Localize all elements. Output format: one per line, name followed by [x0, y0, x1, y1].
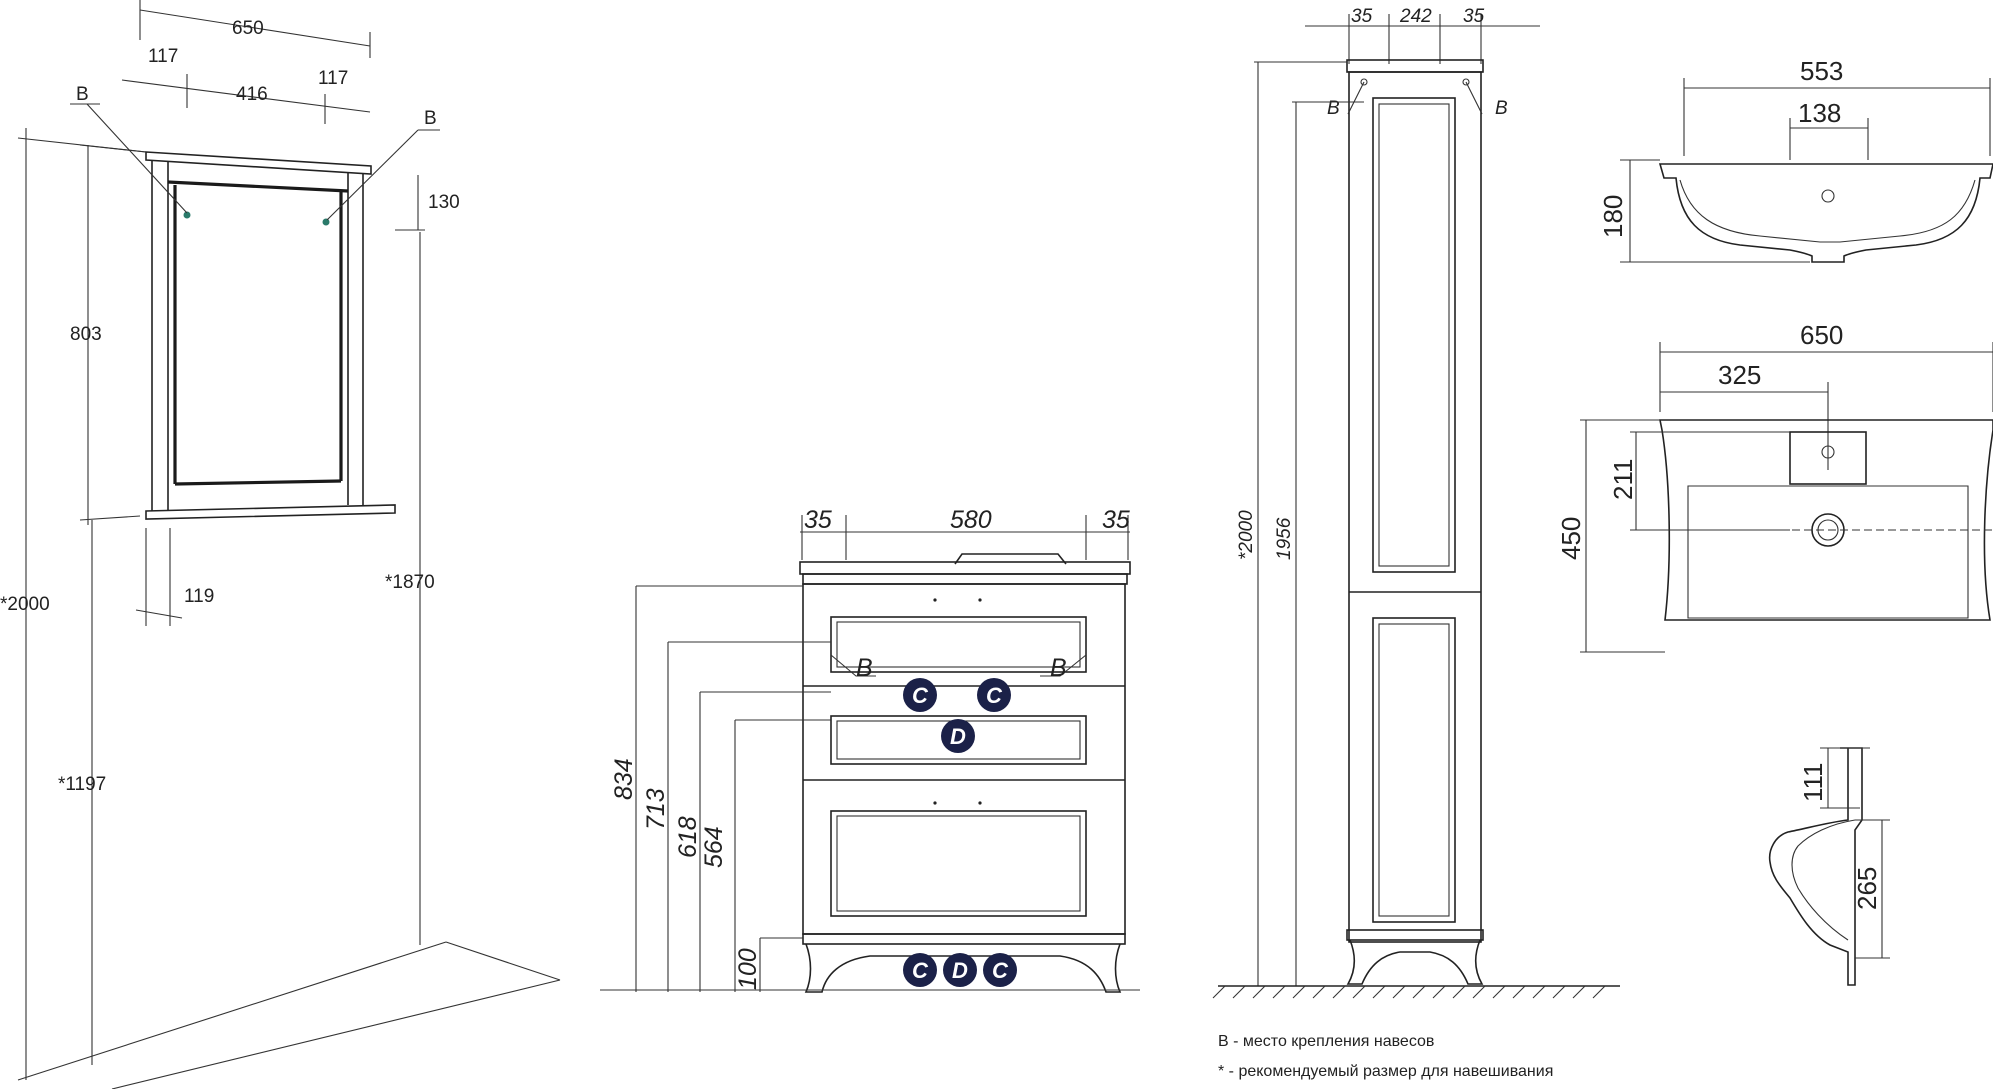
vanity-leg-badge-d-label: D	[952, 958, 968, 983]
vanity-leg-badge-d	[943, 953, 977, 987]
mirror-left-offset-label: 117	[148, 46, 178, 67]
column-right-edge-label: 35	[1463, 6, 1485, 27]
mirror-top-drop-label: 130	[428, 192, 460, 213]
mirror-right-offset-label: 117	[318, 68, 348, 89]
mirror-shelf-depth-label: 119	[184, 586, 214, 607]
vanity-leg-badge-c-left-label: C	[912, 958, 929, 983]
basin-half-width-label: 325	[1718, 360, 1761, 390]
vanity-height-834-label: 834	[610, 758, 638, 800]
basin-drawing: 553 138 180 650 325 450 211	[1556, 56, 1993, 986]
column-height-total-label: *2000	[1236, 510, 1257, 560]
legend-line-1: B - место крепления навесов	[1218, 1033, 1434, 1050]
column-mount-b-left: B	[1327, 98, 1340, 119]
basin-tap-width-label: 138	[1798, 98, 1841, 128]
mirror-top-height-label: *1870	[385, 572, 435, 593]
basin-outer-depth-label: 450	[1556, 517, 1586, 560]
mount-point-left	[183, 211, 191, 219]
mirror-height-label: 803	[70, 324, 102, 345]
mirror-mount-b-right: B	[424, 108, 437, 129]
vanity-right-edge-label: 35	[1102, 506, 1130, 534]
column-drawing: 35 242 35 B B *2000 1956	[1212, 6, 1620, 1080]
vanity-leg-badge-c-right-label: C	[992, 958, 1009, 983]
vanity-drawing: 35 580 35 B B C C D	[600, 506, 1140, 993]
basin-tap-offset-label: 211	[1608, 459, 1638, 500]
vanity-badge-c-left	[903, 678, 937, 712]
basin-width-label: 553	[1800, 56, 1843, 86]
vanity-height-100-label: 100	[734, 948, 762, 990]
vanity-height-564-label: 564	[700, 826, 728, 868]
column-height-mount-label: 1956	[1274, 517, 1295, 560]
column-mount-b-right: B	[1495, 98, 1508, 119]
vanity-leg-badge-c-right	[983, 953, 1017, 987]
vanity-mount-b-left: B	[856, 654, 873, 682]
vanity-leg-badge-c-left	[903, 953, 937, 987]
mirror-mount-spacing-label: 416	[236, 84, 268, 105]
legend-line-2: * - рекомендуемый размер для навешивания	[1218, 1063, 1553, 1080]
vanity-width-label: 580	[950, 506, 992, 534]
vanity-mount-b-right: B	[1050, 654, 1067, 682]
mirror-width-label: 650	[232, 18, 264, 39]
mirror-bottom-height-label: *1197	[58, 774, 106, 795]
mount-point-right	[322, 218, 330, 226]
vanity-height-713-label: 713	[642, 788, 670, 830]
mirror-total-height-label: *2000	[0, 594, 50, 615]
basin-total-height-label: 265	[1852, 867, 1882, 910]
vanity-left-edge-label: 35	[804, 506, 832, 534]
vanity-height-618-label: 618	[674, 816, 702, 858]
floor-hatching	[1212, 985, 1606, 999]
basin-rim-height-label: 111	[1798, 762, 1828, 802]
vanity-badge-c-right-label: C	[986, 683, 1003, 708]
basin-outer-width-label: 650	[1800, 320, 1843, 350]
mirror-mount-b-left: B	[76, 84, 89, 105]
vanity-badge-c-left-label: C	[912, 683, 929, 708]
column-left-edge-label: 35	[1351, 6, 1373, 27]
basin-depth-label: 180	[1598, 195, 1628, 238]
vanity-badge-d	[941, 719, 975, 753]
vanity-badge-c-right	[977, 678, 1011, 712]
mirror-drawing: 650 117 416 117 B B 130 8	[0, 0, 561, 1089]
vanity-badge-d-label: D	[950, 724, 966, 749]
column-width-label: 242	[1399, 6, 1432, 27]
